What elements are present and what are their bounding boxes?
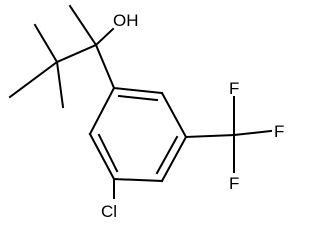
fluorine-label-right: F: [274, 122, 284, 141]
ring-double-bond-inner-3: [97, 133, 119, 173]
bond-tbu-methyl-top: [33, 23, 59, 64]
fluorine-label-top: F: [229, 79, 239, 98]
ring-bond-c4-c5: [112, 177, 164, 183]
bond-carbinol-methyl: [68, 4, 98, 47]
ring-bond-c3-c4: [160, 135, 188, 183]
bond-carbinol-oxygen: [94, 27, 115, 47]
bond-ring-cf3: [184, 133, 236, 139]
trifluoromethyl-group: [184, 96, 273, 173]
ring-double-bond-inner-2: [155, 135, 179, 175]
ring-bond-c2-c3: [160, 91, 188, 139]
ring-double-bond-inner-1: [117, 94, 159, 102]
tert-butyl-group: [8, 23, 98, 109]
bond-tbu-methyl-left: [8, 60, 59, 99]
chlorine-label: Cl: [101, 202, 117, 221]
molecule-structure: OH Cl F F F: [8, 4, 284, 221]
ring-bond-c6-c1: [88, 86, 116, 136]
bond-carbinol-to-ring: [94, 43, 116, 90]
fluorine-label-bottom: F: [229, 174, 239, 193]
ring-bond-c1-c2: [112, 86, 164, 95]
hydroxyl-label: OH: [113, 11, 139, 30]
benzene-ring: [88, 86, 188, 183]
ring-bond-c5-c6: [88, 132, 116, 181]
bond-tbu-to-carbinol: [55, 43, 98, 64]
carbinol-center: [68, 4, 116, 90]
bond-cf3-f-right: [232, 129, 273, 137]
bond-tbu-methyl-bottom: [55, 60, 65, 109]
